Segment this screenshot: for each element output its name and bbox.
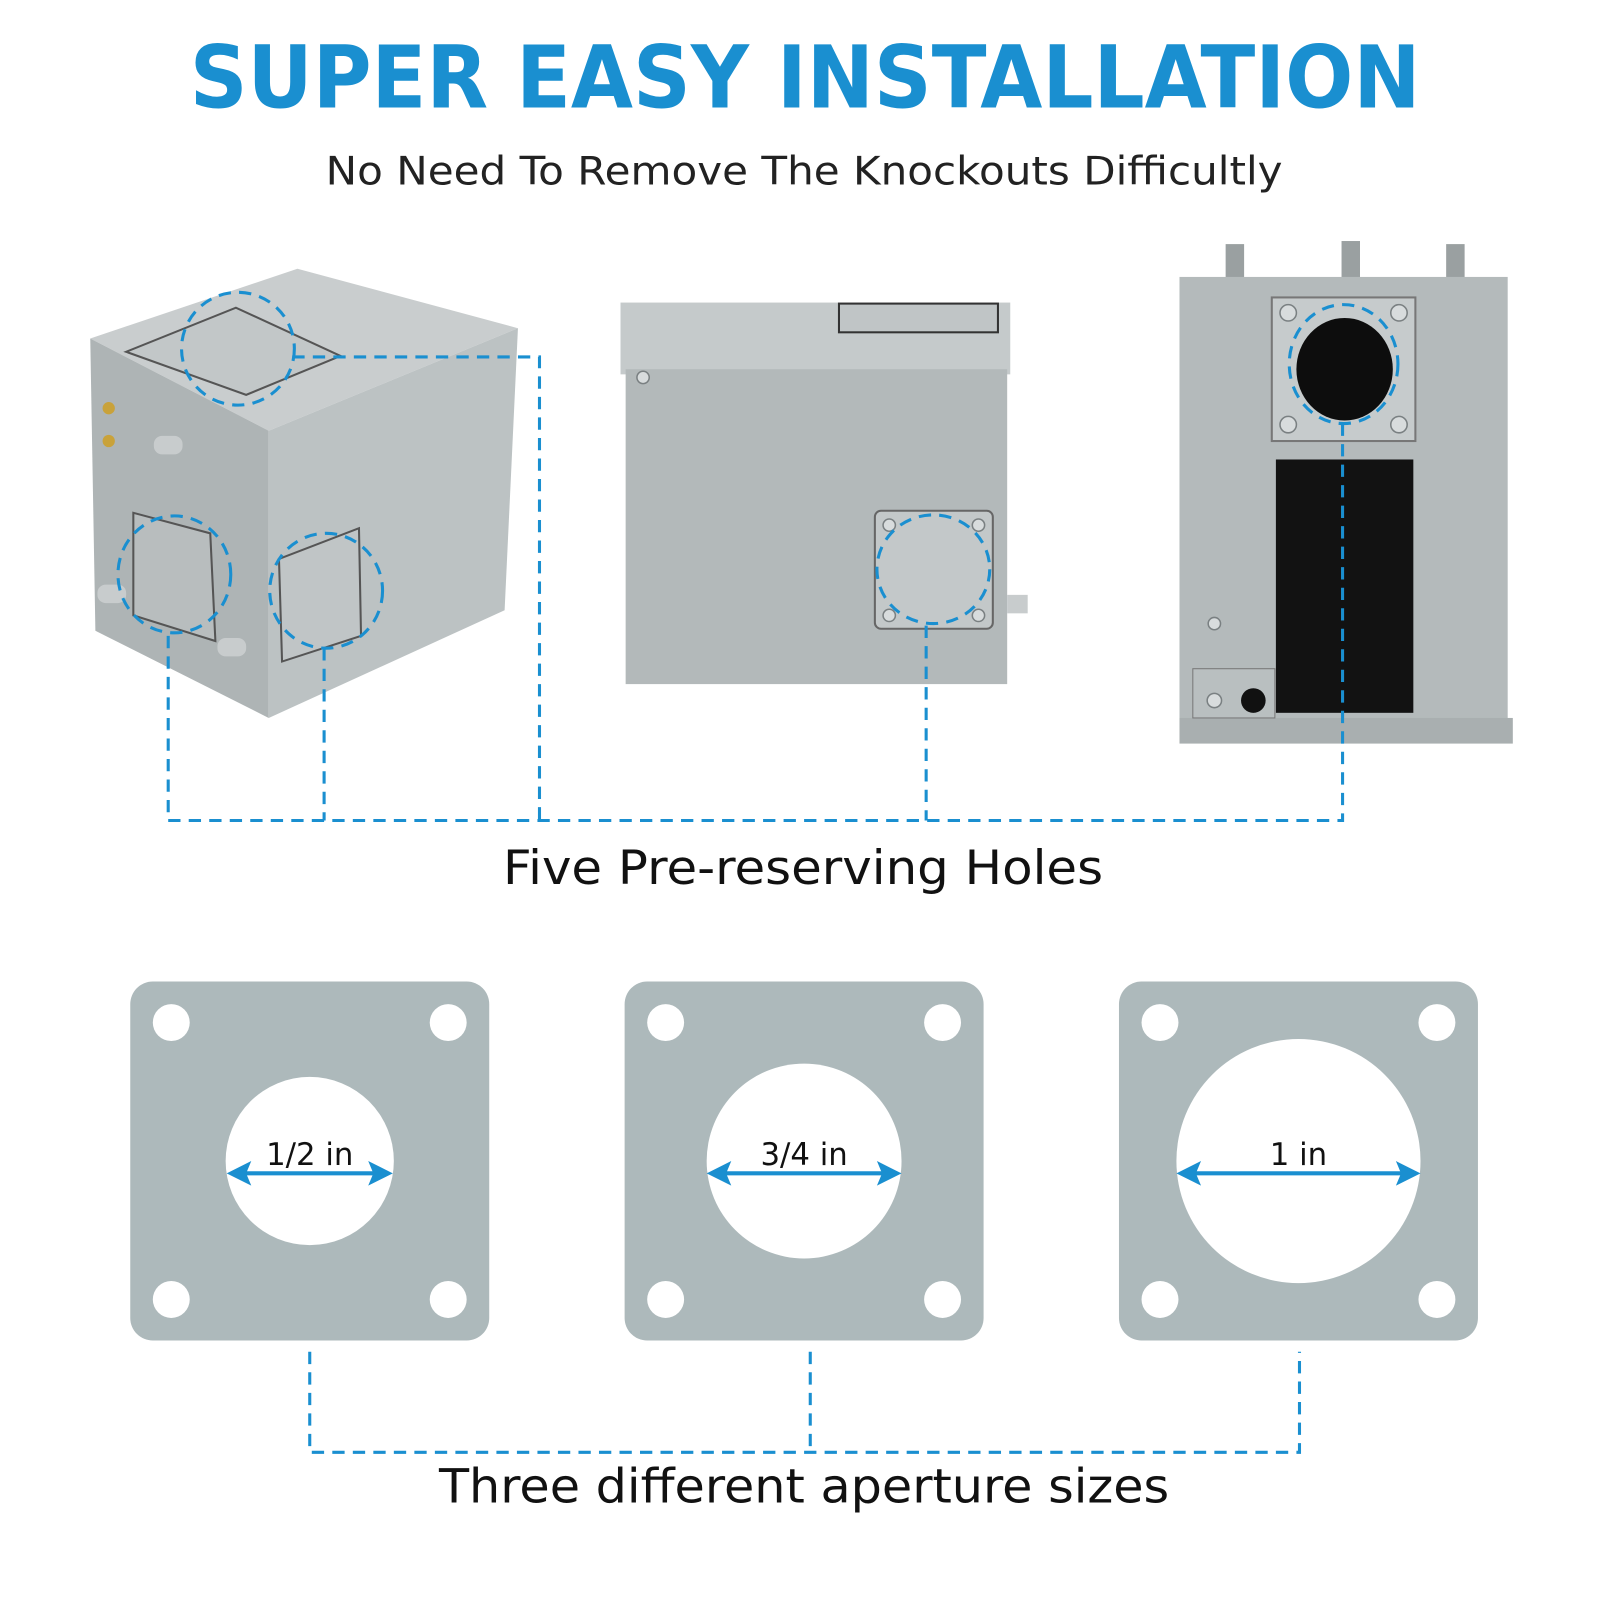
box-front-view [1179, 241, 1513, 744]
aperture-plate-half-inch: 1/2 in [130, 981, 490, 1341]
aperture-label: 1 in [1270, 1137, 1327, 1173]
page-title: SUPER EASY INSTALLATION [190, 29, 1421, 129]
aperture-caption: Three different aperture sizes [438, 1460, 1169, 1515]
box-angled-view [90, 268, 518, 718]
holes-caption: Five Pre-reserving Holes [503, 841, 1103, 896]
aperture-plate-one-inch: 1 in [1118, 981, 1478, 1341]
aperture-connector-lines [308, 1351, 1302, 1454]
box-side-view [620, 302, 1028, 685]
holes-connector-lines [166, 355, 1345, 823]
aperture-plate-three-quarter-inch: 3/4 in [624, 981, 984, 1341]
page-subtitle: No Need To Remove The Knockouts Difficul… [326, 150, 1283, 195]
aperture-label: 1/2 in [266, 1137, 353, 1173]
aperture-label: 3/4 in [760, 1137, 847, 1173]
